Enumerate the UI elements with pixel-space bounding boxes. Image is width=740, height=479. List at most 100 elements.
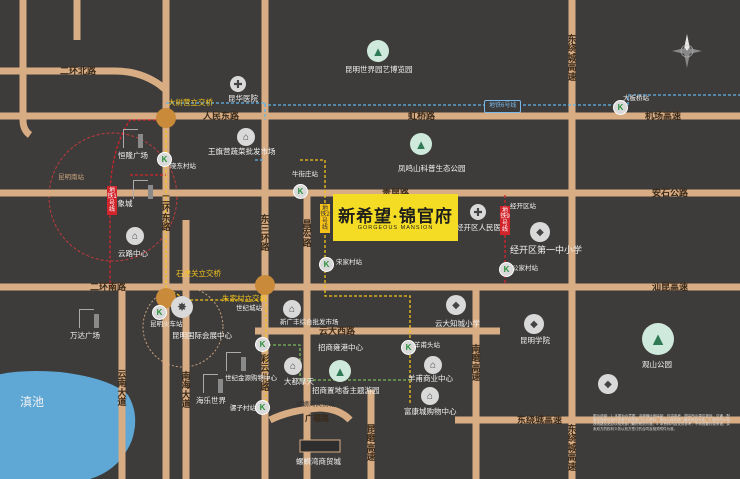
metro-label-renmin: 晓东村站 <box>170 163 196 170</box>
compass-icon <box>672 34 702 68</box>
building-icon-hengrong <box>123 129 143 148</box>
metro-station-icon-chengmao: K <box>319 257 334 272</box>
metro-label-kunming: 昆明火车站 <box>150 321 183 328</box>
poi-label-zhaoshang: 招商雍港中心 <box>318 343 363 352</box>
line-tag-metro2: 地铁2号线 <box>320 204 330 234</box>
road-label-renmin-east: 人民东路 <box>203 111 240 121</box>
metro-station-icon-renmin: K <box>157 152 172 167</box>
tree-icon-fengming: ▲ <box>410 133 432 155</box>
metro-station-icon-guikun: K <box>293 184 308 199</box>
school-icon-jingkai: ◆ <box>530 222 550 242</box>
road-label-yunlu: 云南大道 <box>117 369 127 408</box>
building-icon-wanxiang <box>133 180 153 199</box>
road-label-anyun: 安石公路 <box>652 188 689 198</box>
poi-label-yundazhi: 云大知城小学 <box>435 319 480 328</box>
shop-icon-yunlu: ⌂ <box>126 227 144 245</box>
hospital-icon-kunming: ✚ <box>230 76 246 92</box>
line-tag-metro1: 地铁1号线 <box>107 186 117 216</box>
poi-label-kunming-intl: 昆明国际会展中心 <box>172 331 232 340</box>
poi-label-guanshan: 观山公园 <box>642 360 672 369</box>
shop-icon-xinfang: ⌂ <box>283 300 301 318</box>
school-icon-kunming-college: ◆ <box>524 314 544 334</box>
poi-label-kunming-college: 昆明学院 <box>520 336 550 345</box>
metro-station-icon-guanggong: K <box>499 262 514 277</box>
road-label-kangding: 南海大道 <box>181 371 191 410</box>
line-tag-metro6: 地铁6号线 <box>484 100 522 113</box>
road-label-nanhu: 南磨高速 <box>471 344 481 383</box>
road-label-guangfu: 广福路 <box>305 414 329 423</box>
metro-station-icon-yunsan: K <box>255 337 270 352</box>
poi-label-expo: 昆明世界园艺博览园 <box>345 65 413 74</box>
road-label-dongsan: 东三环路 <box>260 214 270 253</box>
road-label-guikun: 贵昆路 <box>382 188 410 198</box>
metro-station-icon-dabao: K <box>613 100 628 115</box>
line-tag-metro9: 地铁9号线 <box>500 206 510 236</box>
arch-label-luoshiwan: 螺蛳湾商贸城 <box>296 401 335 408</box>
metro-label-jinghong: 骡子村站 <box>230 405 256 412</box>
poi-label-dachen: 大都摩天 <box>284 377 314 386</box>
shop-icon-yangnan: ⌂ <box>424 356 442 374</box>
metro-station-icon-kunming: K <box>152 305 167 320</box>
poi-label-yunlu: 云路中心 <box>118 249 148 258</box>
road-label-erhuan-south: 二环南路 <box>90 282 127 292</box>
poi-label-wangfu: 王旗营蔬菜批发市场 <box>208 147 276 156</box>
poi-label-haile: 海乐世界 <box>196 396 226 405</box>
poi-label-luoshiwan: 螺蛳湾商贸城 <box>296 457 341 466</box>
legend-disclaimer: 图示说明：1. 本图为示意图，非精确比例绘制，仅供参考，图中所示周边规划、交通、… <box>593 414 730 431</box>
exhibition-icon: ✸ <box>171 296 193 318</box>
road-label-erhuan-east: 二环东路 <box>161 194 171 233</box>
poi-label-shiji: 世纪金源购物中心 <box>225 375 277 382</box>
building-icon-shiji <box>226 352 246 371</box>
poi-label-yangnan: 羊甫商业中心 <box>408 374 453 383</box>
shop-icon-fumin: ⌂ <box>421 387 439 405</box>
poi-label-kunming-hospital: 昆华医院 <box>228 94 258 103</box>
metro-label-chengmao: 宋家村站 <box>336 259 362 266</box>
building-icon-wanda <box>79 309 99 328</box>
poi-label-hengrong: 恒隆广场 <box>118 151 148 160</box>
building-icon-haile <box>203 374 223 393</box>
lake-label: 滇池 <box>20 395 45 409</box>
school-icon-yunzhu: ◆ <box>598 374 618 394</box>
metro-label-yunsan: 世纪城站 <box>236 305 262 312</box>
metro-station-icon-jinghong: K <box>255 400 270 415</box>
hospital-icon-jingkai: ✚ <box>470 204 486 220</box>
tree-icon-guanshan: ▲ <box>642 323 674 355</box>
metro-label-yangpu: 羊甫头站 <box>414 342 440 349</box>
poi-label-fengming: 凤鸣山科普生态公园 <box>398 164 466 173</box>
shop-icon-dachen: ⌂ <box>284 357 302 375</box>
tree-icon-expo: ▲ <box>367 40 389 62</box>
brand-subtitle: GORGEOUS MANSION <box>357 225 434 231</box>
road-label-guangdu-high: 昆磨高速 <box>366 424 376 463</box>
road-label-erhuan-north: 二环北路 <box>60 66 97 76</box>
poi-label-xinfang: 新广丰综合批发市场 <box>280 319 339 326</box>
school-icon-yundazhi: ◆ <box>446 295 466 315</box>
road-label-jiangang: 彩云北路 <box>260 354 270 393</box>
tree-icon-zhaoshang: ▲ <box>329 360 351 382</box>
poi-label-zhaoshang-theme: 招商置地香主题游园 <box>312 386 380 395</box>
metro-label-guikun: 牛街庄站 <box>292 171 318 178</box>
poi-label-wanxiang: 万象城 <box>110 199 133 208</box>
project-brand-box[interactable]: 新希望·锦官府 GORGEOUS MANSION <box>333 194 458 241</box>
metro-label-guanggong: 公家村站 <box>512 265 538 272</box>
metro-label-dabao: 大板桥站 <box>623 95 649 102</box>
lake-shape <box>0 371 136 479</box>
road-label-yundaxi: 云大西路 <box>319 326 356 336</box>
interchange-label-zhujia: 朱家村立交桥 <box>222 294 267 303</box>
road-label-hongqiao: 虹桥路 <box>408 111 436 121</box>
road-label-chengmao: 昌宏路 <box>302 219 312 248</box>
brand-title: 新希望·锦官府 <box>338 207 453 226</box>
shop-icon-wangfu: ⌂ <box>237 128 255 146</box>
poi-label-wanda: 万达广场 <box>70 331 100 340</box>
interchange-label-daxia: 大树营立交桥 <box>168 98 213 107</box>
road-label-jichang: 机场高速 <box>645 111 682 121</box>
wanda-circle <box>48 132 178 262</box>
interchange-icon-daxia <box>156 108 176 128</box>
metro-station-icon-yangpu: K <box>401 340 416 355</box>
poi-label-fumin: 富康城购物中心 <box>404 407 457 416</box>
district-label: 昆明南站 <box>58 174 84 181</box>
interchange-icon-zhujia <box>255 275 275 295</box>
interchange-label-shiyuan: 石虎关立交桥 <box>176 269 221 278</box>
metro-label-jiangnan: 经开区站 <box>510 203 536 210</box>
